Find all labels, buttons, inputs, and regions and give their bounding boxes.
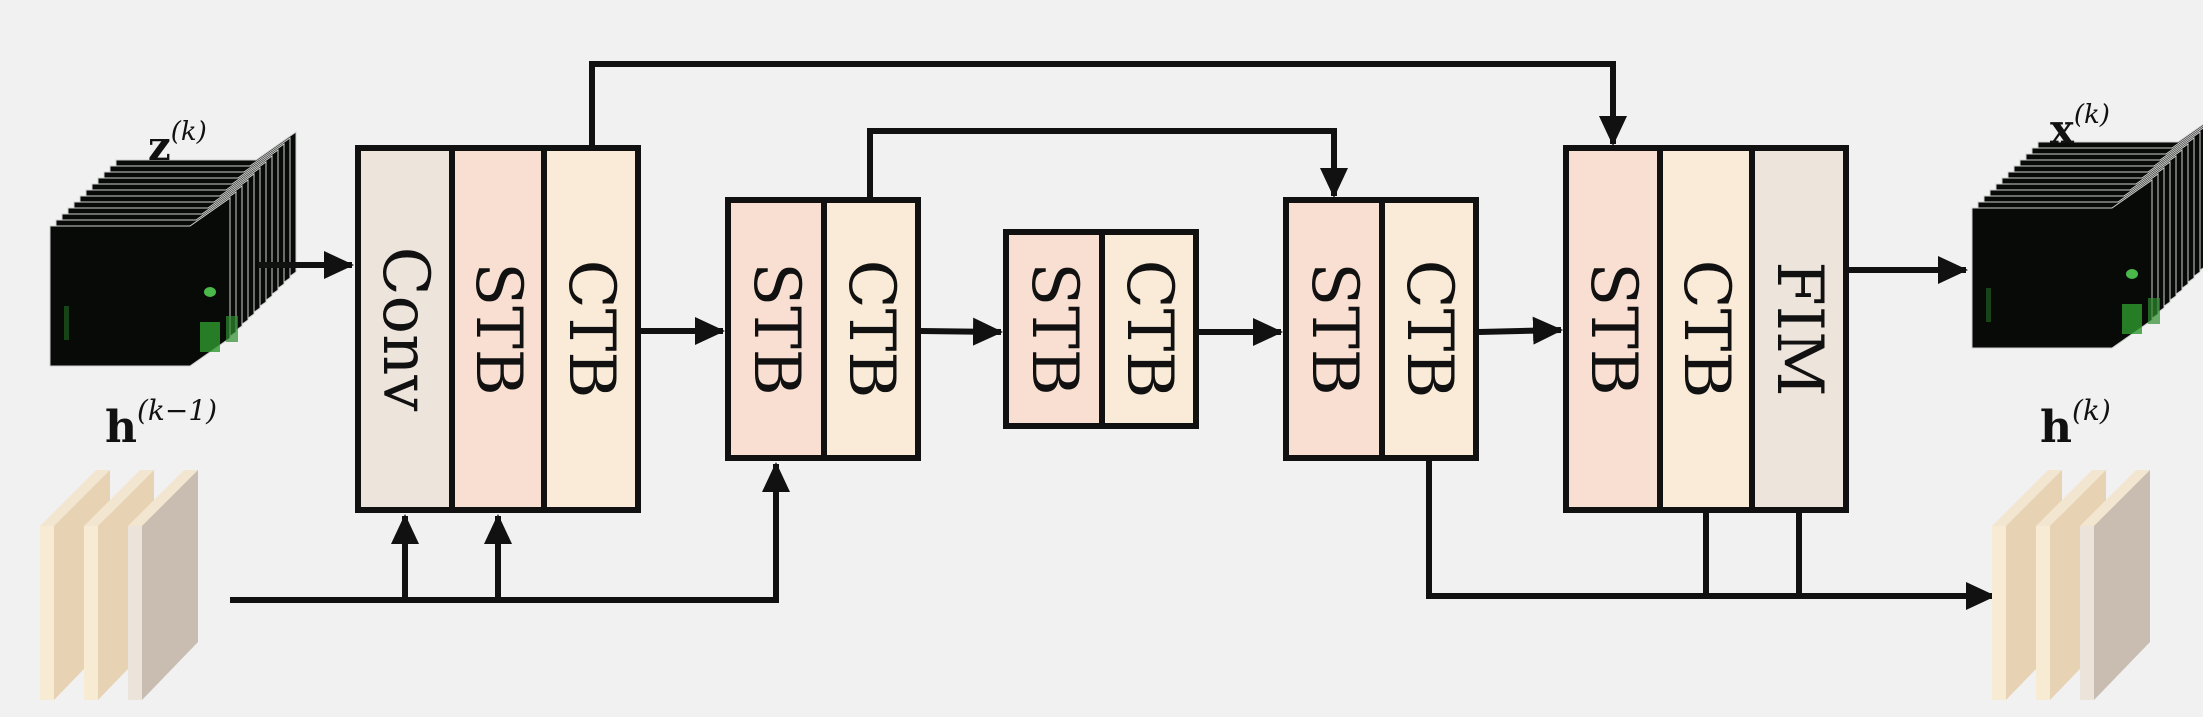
stage5-block-group: STB CTB FIM bbox=[1563, 145, 1849, 513]
ctb-label: CTB bbox=[834, 260, 908, 399]
connection-lines bbox=[230, 61, 1996, 610]
ctb-block bbox=[1099, 229, 1199, 429]
stage4-block-group: STB CTB bbox=[1283, 197, 1479, 461]
ctb-block bbox=[1379, 197, 1479, 461]
stb-label: STB bbox=[739, 262, 813, 396]
fim-label: FIM bbox=[1762, 261, 1836, 396]
arrow-stage4-to-stage5 bbox=[1478, 316, 1563, 345]
stb-block bbox=[1003, 229, 1105, 429]
hidden-state-feed-line bbox=[230, 462, 790, 603]
hidden-state-input-stack bbox=[40, 470, 198, 700]
stb-label: STB bbox=[1576, 262, 1650, 396]
ctb-block bbox=[821, 197, 921, 461]
z-label: z(k) bbox=[148, 117, 207, 170]
arrow-stage2-to-stage3 bbox=[920, 317, 1003, 346]
ctb-block bbox=[1657, 145, 1755, 513]
stb-block bbox=[1283, 197, 1385, 461]
stage2-block-group: STB CTB bbox=[725, 197, 921, 461]
h-out-label: h(k) bbox=[2040, 394, 2111, 453]
output-spectral-cube bbox=[1971, 123, 2203, 349]
conv-block bbox=[355, 145, 455, 513]
stb-label: STB bbox=[1297, 262, 1371, 396]
hidden-state-output-stack bbox=[1992, 470, 2150, 700]
stb-label: STB bbox=[1017, 262, 1091, 396]
x-label: x(k) bbox=[2050, 100, 2110, 153]
feature-stack-icon bbox=[1992, 470, 2150, 700]
conv-label: Conv bbox=[368, 247, 442, 412]
hidden-state-output-line bbox=[1426, 458, 1996, 610]
hyperspectral-cube-icon bbox=[49, 131, 297, 367]
skip-connection-outer bbox=[589, 61, 1627, 148]
ctb-block bbox=[541, 145, 641, 513]
stage3-block-group: STB CTB bbox=[1003, 229, 1199, 429]
stage1-block-group: Conv STB CTB bbox=[355, 145, 641, 513]
stb-label: STB bbox=[461, 262, 535, 396]
ctb-label: CTB bbox=[1392, 260, 1466, 399]
skip-connection-inner bbox=[867, 128, 1348, 200]
fim-block bbox=[1749, 145, 1849, 513]
ctb-label: CTB bbox=[1669, 260, 1743, 399]
hyperspectral-cube-icon bbox=[1971, 123, 2203, 349]
ctb-label: CTB bbox=[1112, 260, 1186, 399]
h-prev-label: h(k−1) bbox=[105, 394, 217, 453]
ctb-label: CTB bbox=[554, 260, 628, 399]
input-spectral-cube bbox=[49, 131, 297, 367]
feature-stack-icon bbox=[40, 470, 198, 700]
